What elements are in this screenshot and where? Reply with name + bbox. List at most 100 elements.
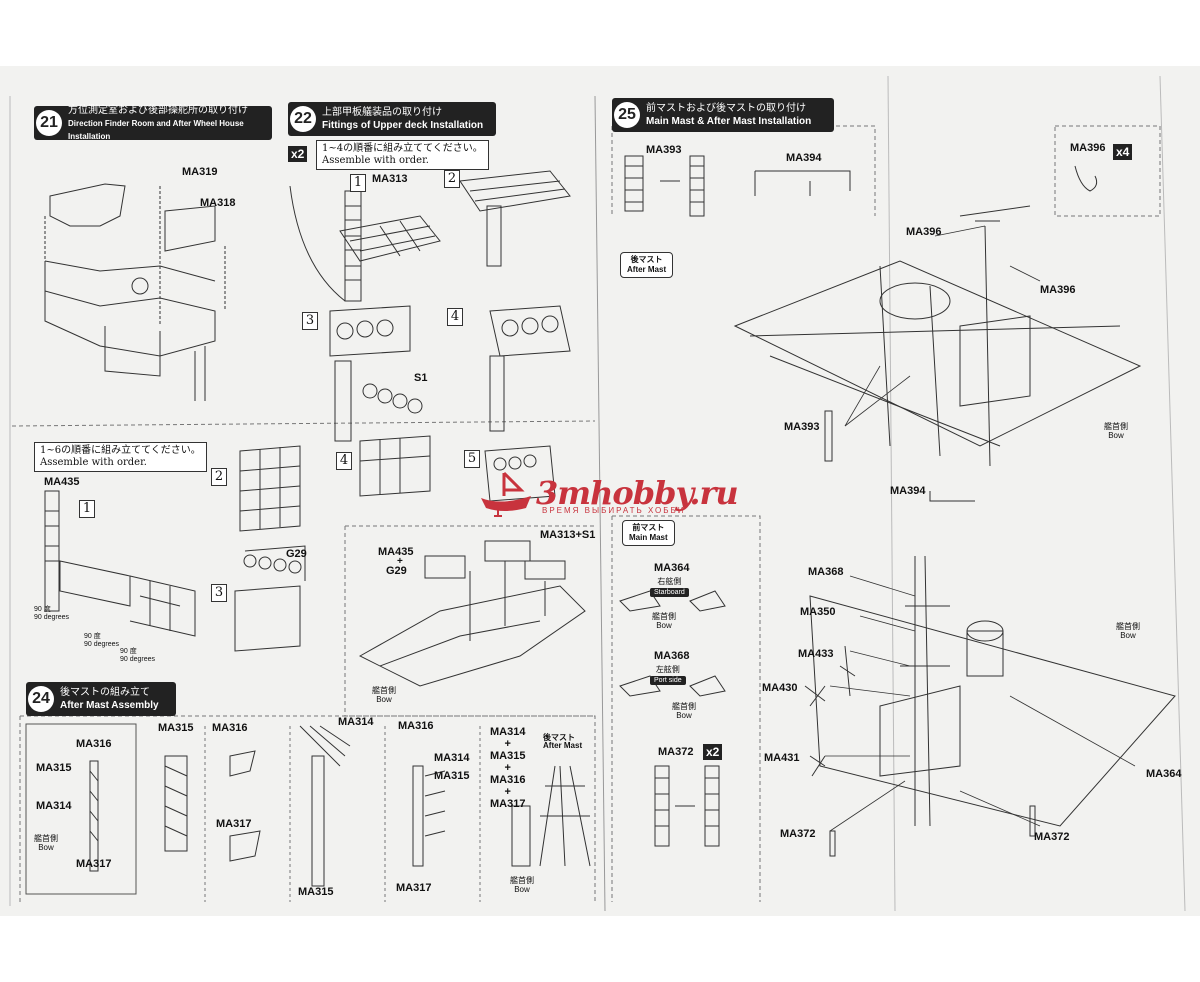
after-mast-tag-jp: 後マスト [630, 255, 663, 264]
part-ma372-a: MA372 [658, 746, 694, 758]
step-21-title-en: Direction Finder Room and After Wheel Ho… [68, 118, 244, 141]
part-ma430: MA430 [762, 682, 798, 694]
angle-3-jp: 90 度 [120, 648, 137, 655]
bow-25d-jp: 艦首側 [1116, 622, 1140, 631]
bow-25c-jp: 艦首側 [672, 702, 696, 711]
watermark-sub: ВРЕМЯ ВЫБИРАТЬ ХОББИ [542, 506, 686, 515]
part-ma316-c: MA316 [398, 720, 434, 732]
part-ma314-a: MA314 [36, 800, 72, 812]
line-art [9, 75, 1186, 912]
combo-plus-1: + [504, 738, 511, 750]
part-ma316-b: MA316 [212, 722, 248, 734]
order-note-6-en: Assemble with order. [40, 457, 147, 468]
step-num-1b: 1 [79, 500, 95, 518]
step-num-3b: 3 [211, 584, 227, 602]
after-mast-24-en: After Mast [543, 741, 583, 750]
part-s1: S1 [414, 372, 428, 384]
part-ma319: MA319 [182, 166, 218, 178]
part-ma431: MA431 [764, 752, 800, 764]
order-note-4-jp: 1~4の順番に組み立ててください。 [322, 143, 483, 154]
part-ma368-a: MA368 [654, 650, 690, 662]
bow-25a-jp: 艦首側 [1104, 422, 1128, 431]
part-ma394-a: MA394 [786, 152, 822, 164]
portside-tag: 左舷側 Port side [650, 664, 686, 685]
bow-en: Bow [376, 695, 392, 704]
bow-24b-en: Bow [514, 885, 530, 894]
bow-jp: 艦首側 [372, 686, 396, 695]
bow-25c-en: Bow [676, 711, 692, 720]
combo-ma314: MA314 [490, 726, 526, 738]
part-ma315-b: MA315 [158, 722, 194, 734]
step-num-2b: 2 [211, 468, 227, 486]
watermark-logo-icon [481, 471, 531, 517]
angle-1-jp: 90 度 [34, 606, 51, 613]
step-25-title-jp: 前マストおよび後マストの取り付け [646, 103, 806, 114]
main-mast-tag-jp: 前マスト [632, 523, 665, 532]
multiplier-x2: x2 [288, 146, 308, 162]
part-ma316-a: MA316 [76, 738, 112, 750]
after-mast-24-jp: 後マスト [543, 733, 575, 742]
part-ma314-b: MA314 [338, 716, 374, 728]
step-num-3a: 3 [302, 312, 318, 330]
bow-24b-jp: 艦首側 [510, 876, 534, 885]
step-21-title-jp: 方位測定室および後部操舵所の取り付け [68, 104, 248, 116]
part-ma315-c: MA315 [298, 886, 334, 898]
part-ma396-a: MA396 [1070, 142, 1106, 154]
combo-ma315: MA315 [490, 750, 526, 762]
part-ma315-a: MA315 [36, 762, 72, 774]
part-ma313: MA313 [372, 173, 408, 185]
combo-ma317: MA317 [490, 798, 526, 810]
watermark: 3mhobby.ru ВРЕМЯ ВЫБИРАТЬ ХОББИ [476, 468, 739, 518]
starboard-jp: 右舷側 [657, 577, 682, 586]
step-24-number: 24 [28, 686, 54, 712]
portside-jp: 左舷側 [655, 665, 680, 674]
part-ma317-c: MA317 [396, 882, 432, 894]
multiplier-x4: x4 [1113, 144, 1133, 160]
part-ma396-c: MA396 [1040, 284, 1076, 296]
combo-ma316: MA316 [490, 774, 526, 786]
step-21-number: 21 [36, 110, 62, 136]
part-ma364-b: MA364 [1146, 768, 1182, 780]
part-ma435-deck: MA435 [378, 546, 414, 558]
order-note-4-en: Assemble with order. [322, 155, 429, 166]
main-mast-tag-en: Main Mast [629, 533, 668, 542]
part-ma394-b: MA394 [890, 485, 926, 497]
step-num-4a: 4 [447, 308, 463, 326]
part-ma317-a: MA317 [76, 858, 112, 870]
watermark-text: 3mhobby.ru [536, 474, 739, 512]
step-num-1a: 1 [350, 174, 366, 192]
bow-24-jp: 艦首側 [34, 834, 58, 843]
step-num-4b: 4 [336, 452, 352, 470]
step-22-number: 22 [290, 106, 316, 132]
part-ma364-a: MA364 [654, 562, 690, 574]
bow-25b-en: Bow [656, 621, 672, 630]
order-note-4: 1~4の順番に組み立ててください。Assemble with order. [316, 140, 489, 170]
bow-25d-en: Bow [1120, 631, 1136, 640]
part-ma393-a: MA393 [646, 144, 682, 156]
part-ma435: MA435 [44, 476, 80, 488]
step-24-title-en: After Mast Assembly [60, 700, 159, 711]
part-ma313-s1: MA313+S1 [540, 529, 596, 541]
combo-labels: MA314 + MA315 + MA316 + MA317 [490, 726, 525, 810]
portside-en: Port side [650, 676, 686, 685]
angle-2-en: 90 degrees [84, 641, 120, 648]
part-ma350: MA350 [800, 606, 836, 618]
part-g29: G29 [286, 548, 307, 560]
part-ma318: MA318 [200, 197, 236, 209]
